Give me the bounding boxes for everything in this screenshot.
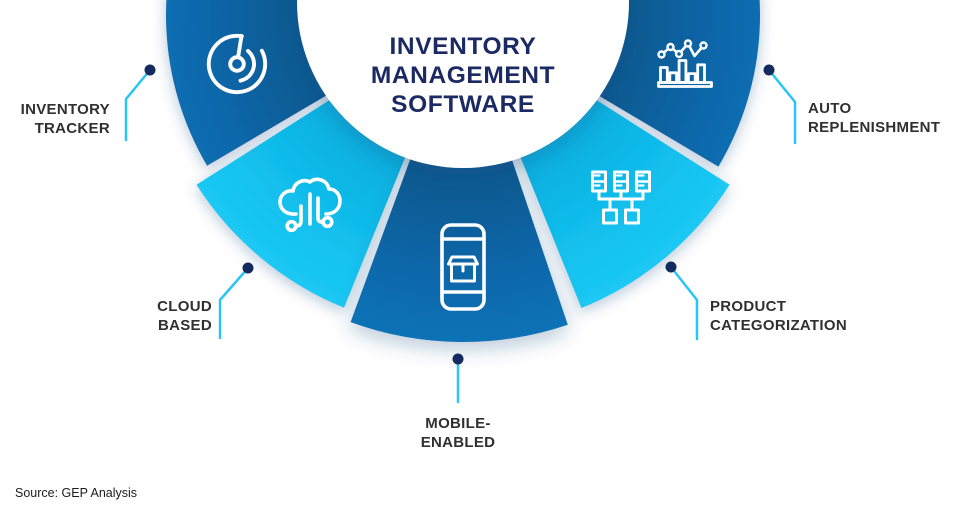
label-line: PRODUCT <box>710 298 787 315</box>
label-line: AUTO <box>808 100 852 117</box>
label-inventory-tracker: INVENTORY TRACKER <box>21 101 110 138</box>
label-product-categorization: PRODUCT CATEGORIZATION <box>710 298 847 335</box>
label-line: MOBILE- <box>425 415 491 432</box>
center-disc <box>297 0 629 168</box>
dot-product-categorization <box>665 261 677 273</box>
leader-cloud-based <box>218 266 250 340</box>
label-line: TRACKER <box>34 119 110 137</box>
label-line: BASED <box>157 316 212 334</box>
dot-inventory-tracker <box>144 64 156 76</box>
label-line: INVENTORY <box>20 101 110 118</box>
leader-lines <box>124 68 797 404</box>
label-line: REPLENISHMENT <box>808 118 941 136</box>
label-mobile-enabled: MOBILE- ENABLED <box>358 415 558 452</box>
leader-inventory-tracker <box>124 68 152 142</box>
dot-auto-replenishment <box>763 64 775 76</box>
label-auto-replenishment: AUTO REPLENISHMENT <box>808 100 940 137</box>
anchor-dots <box>144 64 775 365</box>
title-line: MANAGEMENT <box>370 62 556 89</box>
title-line: SOFTWARE <box>391 91 535 118</box>
source-note: Source: GEP Analysis <box>15 486 138 500</box>
label-line: ENABLED <box>420 433 496 451</box>
segment-mobile-enabled <box>350 15 568 342</box>
label-line: CLOUD <box>157 298 212 315</box>
dot-mobile-enabled <box>452 353 464 365</box>
label-cloud-based: CLOUD BASED <box>157 298 212 335</box>
dot-cloud-based <box>242 262 254 274</box>
diagram-title: INVENTORY MANAGEMENT SOFTWARE <box>313 32 613 119</box>
leader-product-categorization <box>669 265 699 341</box>
label-line: CATEGORIZATION <box>710 316 847 334</box>
leader-auto-replenishment <box>767 68 797 145</box>
title-line: INVENTORY <box>389 33 537 60</box>
